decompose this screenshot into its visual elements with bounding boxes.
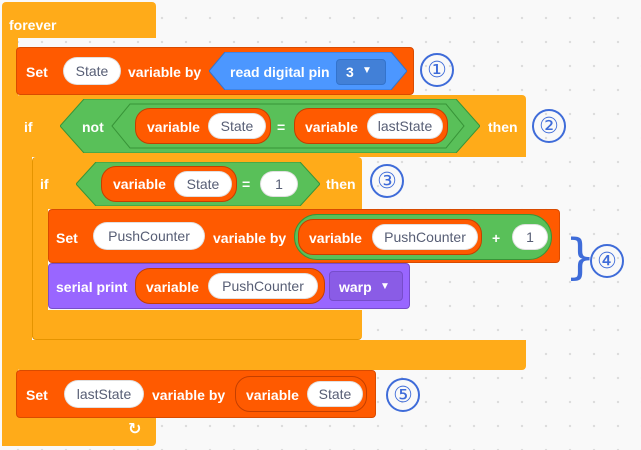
if-not-footer [16,340,526,370]
mode-dropdown[interactable] [329,271,403,301]
annotation-1: ① [420,53,454,87]
variable-label: variable [147,119,200,135]
read-digital-pin-label: read digital pin [230,64,330,80]
not-label: not [82,119,104,135]
plus-label: + [492,230,501,246]
variable-name-field[interactable]: lastState [367,113,443,139]
variable-name-field[interactable]: PushCounter [208,273,318,299]
variable-label: variable [113,176,166,192]
if-label: if [24,119,33,135]
equals-label: = [242,176,251,192]
forever-block[interactable] [2,2,156,38]
variable-by-label: variable by [128,64,202,80]
annotation-3: ③ [370,164,404,198]
pin-value: 3 [346,64,354,80]
number-input[interactable]: 1 [260,171,298,197]
if-not-spine [16,155,32,355]
chevron-down-icon: ▼ [362,65,372,76]
set-label: Set [26,64,48,80]
number-input[interactable]: 1 [512,224,548,250]
variable-name-field[interactable]: State [174,171,232,197]
variable-name-field[interactable]: lastState [64,380,144,408]
variable-by-label: variable by [213,230,287,246]
annotation-5: ⑤ [386,378,420,412]
variable-label: variable [246,387,299,403]
loop-arrow-icon: ↻ [128,421,142,438]
variable-name-field[interactable]: State [208,113,266,139]
then-label: then [326,176,356,192]
annotation-4: ④ [590,244,624,278]
if-state-spine [32,207,48,337]
variable-name-field[interactable]: PushCounter [372,224,478,250]
then-label: then [488,119,518,135]
chevron-down-icon: ▼ [380,281,390,292]
variable-label: variable [305,119,358,135]
equals-label: = [277,119,286,135]
variable-name-field[interactable]: PushCounter [93,222,205,250]
variable-by-label: variable by [152,387,226,403]
variable-name-field[interactable]: State [307,381,363,407]
pin-dropdown[interactable] [336,59,386,85]
set-label: Set [56,230,78,246]
if-label: if [40,176,49,192]
forever-label: forever [9,17,57,33]
forever-spine [2,36,18,446]
mode-value: warp [339,279,372,295]
if-state-footer [32,310,362,340]
variable-label: variable [309,230,362,246]
annotation-2: ② [532,109,566,143]
set-label: Set [26,387,48,403]
serial-print-label: serial print [56,279,128,295]
variable-name-field[interactable]: State [63,57,121,85]
variable-label: variable [146,279,199,295]
